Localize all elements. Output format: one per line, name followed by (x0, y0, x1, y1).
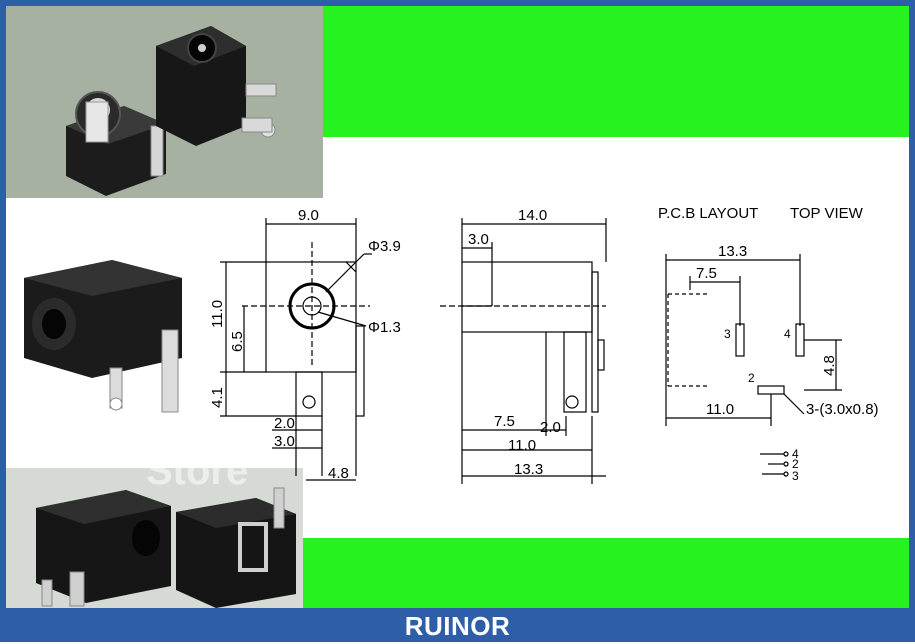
schematic-label-3: 3 (792, 469, 799, 483)
outer-diameter-label: Φ3.9 (368, 238, 401, 255)
pcb-slot-note: 3-(3.0x0.8) (806, 401, 879, 418)
product-photo-middle (12, 238, 194, 428)
product-photo-top (6, 6, 323, 198)
side-length-label: 14.0 (518, 207, 547, 224)
technical-drawing: 9.0 11.0 6.5 4.1 Φ3.9 Φ1.3 2.0 3.0 4.8 1… (146, 205, 879, 493)
front-center-height-label: 6.5 (229, 331, 246, 352)
pcb-pad-spacing-label: 7.5 (696, 265, 717, 282)
brand-footer: RUINOR (0, 608, 915, 642)
front-height-label: 11.0 (209, 300, 226, 328)
pcb-title: P.C.B LAYOUT (658, 205, 758, 222)
front-width-label: 9.0 (298, 207, 319, 224)
pcb-pad-label-4: 4 (784, 327, 791, 341)
front-lower-height-label: 4.1 (209, 387, 226, 408)
pcb-view-label: TOP VIEW (790, 205, 864, 222)
product-canvas: 9.0 11.0 6.5 4.1 Φ3.9 Φ1.3 2.0 3.0 4.8 1… (6, 6, 909, 608)
side-dim-a-label: 7.5 (494, 413, 515, 430)
pin-offset-1-label: 2.0 (274, 415, 295, 432)
pcb-pad-height-label: 4.8 (821, 355, 838, 376)
watermark-text: Store (146, 449, 248, 493)
pcb-pad-label-2: 2 (748, 371, 755, 385)
front-view (220, 218, 372, 481)
side-front-depth-label: 3.0 (468, 231, 489, 248)
side-view (440, 218, 607, 484)
schematic-label-2: 2 (792, 457, 799, 471)
pcb-pad-offset-label: 11.0 (706, 401, 734, 418)
bottom-green-banner (303, 538, 909, 608)
pcb-layout (665, 254, 842, 477)
pin-offset-3-label: 4.8 (328, 465, 349, 482)
schematic-label-4: 4 (792, 447, 799, 461)
side-dim-d-label: 13.3 (514, 461, 543, 478)
pcb-width-label: 13.3 (718, 243, 747, 260)
side-dim-c-label: 11.0 (508, 437, 536, 454)
product-photo-bottom (6, 468, 303, 608)
top-green-banner (323, 6, 909, 137)
pin-offset-2-label: 3.0 (274, 433, 295, 450)
side-dim-b-label: 2.0 (540, 419, 561, 436)
pcb-pad-label-3: 3 (724, 327, 731, 341)
pin-diameter-label: Φ1.3 (368, 319, 401, 336)
